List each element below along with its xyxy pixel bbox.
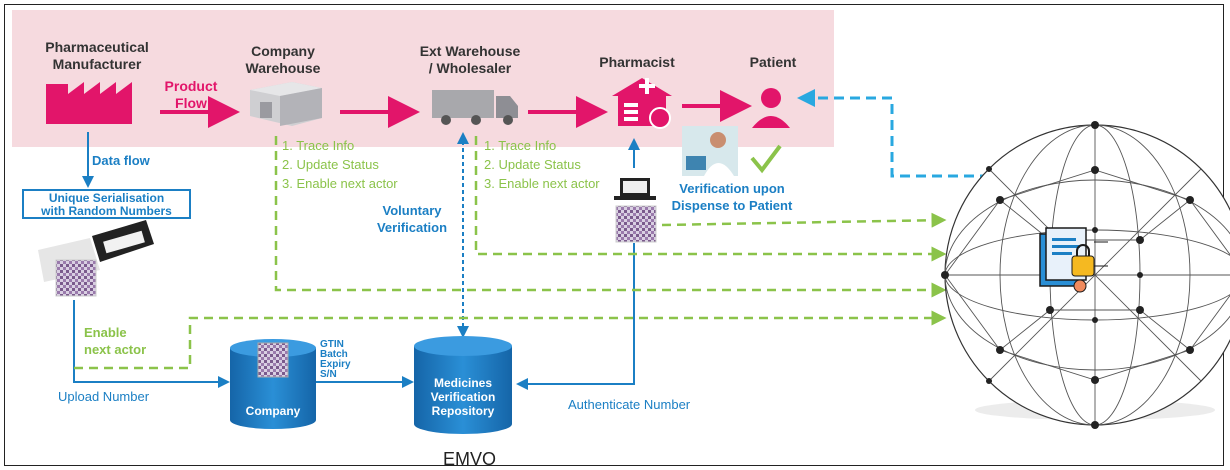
pharmacy-icon [612, 78, 672, 129]
data-flow-lines [73, 132, 640, 390]
green-dashed-lines [74, 136, 947, 370]
verification-dispense-label: Verification upon Dispense to Patient [671, 181, 793, 213]
warehouse-icon [250, 82, 322, 126]
factory-icon [46, 82, 132, 124]
truck-icon [432, 90, 518, 125]
steps-company: 1. Trace Info 2. Update Status 3. Enable… [282, 138, 398, 191]
patient-icon [752, 88, 790, 128]
database-icon [230, 339, 316, 429]
upload-number-label: Upload Number [58, 389, 150, 404]
company-db-label: Company [245, 404, 301, 418]
actor-ext-warehouse: Ext Warehouse / Wholesaler [419, 43, 521, 76]
database-icon [414, 336, 512, 434]
emvo-label: EMVO [443, 449, 497, 469]
steps-ext: 1. Trace Info 2. Update Status 3. Enable… [484, 138, 600, 191]
repository-db-label: Medicines Verification Repository [430, 376, 496, 418]
actor-company-warehouse: Company Warehouse [245, 43, 321, 76]
data-flow-label: Data flow [92, 153, 150, 168]
product-flow-label: Product Flow [164, 78, 218, 111]
actor-patient: Patient [749, 54, 797, 70]
actor-manufacturer: Pharmaceutical Manufacturer [45, 39, 149, 72]
qr-code-icon [55, 259, 97, 297]
blockchain-to-patient-line [797, 89, 990, 178]
gtin-fields: GTIN Batch Expiry S/N [320, 339, 351, 380]
laptop-icon [614, 178, 656, 200]
qr-code-icon [615, 205, 657, 243]
serialisation-box: Unique Serialisation with Random Numbers [22, 189, 191, 219]
enable-next-actor-label: Enable next actor [84, 325, 147, 357]
voluntary-verification-label: Voluntary Verification [376, 203, 448, 235]
checkmark-icon [750, 144, 782, 174]
secure-document-icon [1039, 227, 1108, 293]
actor-pharmacist: Pharmacist [599, 54, 675, 70]
pharmacist-photo [682, 126, 738, 176]
product-flow-arrows [160, 90, 752, 128]
authenticate-number-label: Authenticate Number [568, 397, 691, 412]
product-flow-band [12, 10, 834, 147]
